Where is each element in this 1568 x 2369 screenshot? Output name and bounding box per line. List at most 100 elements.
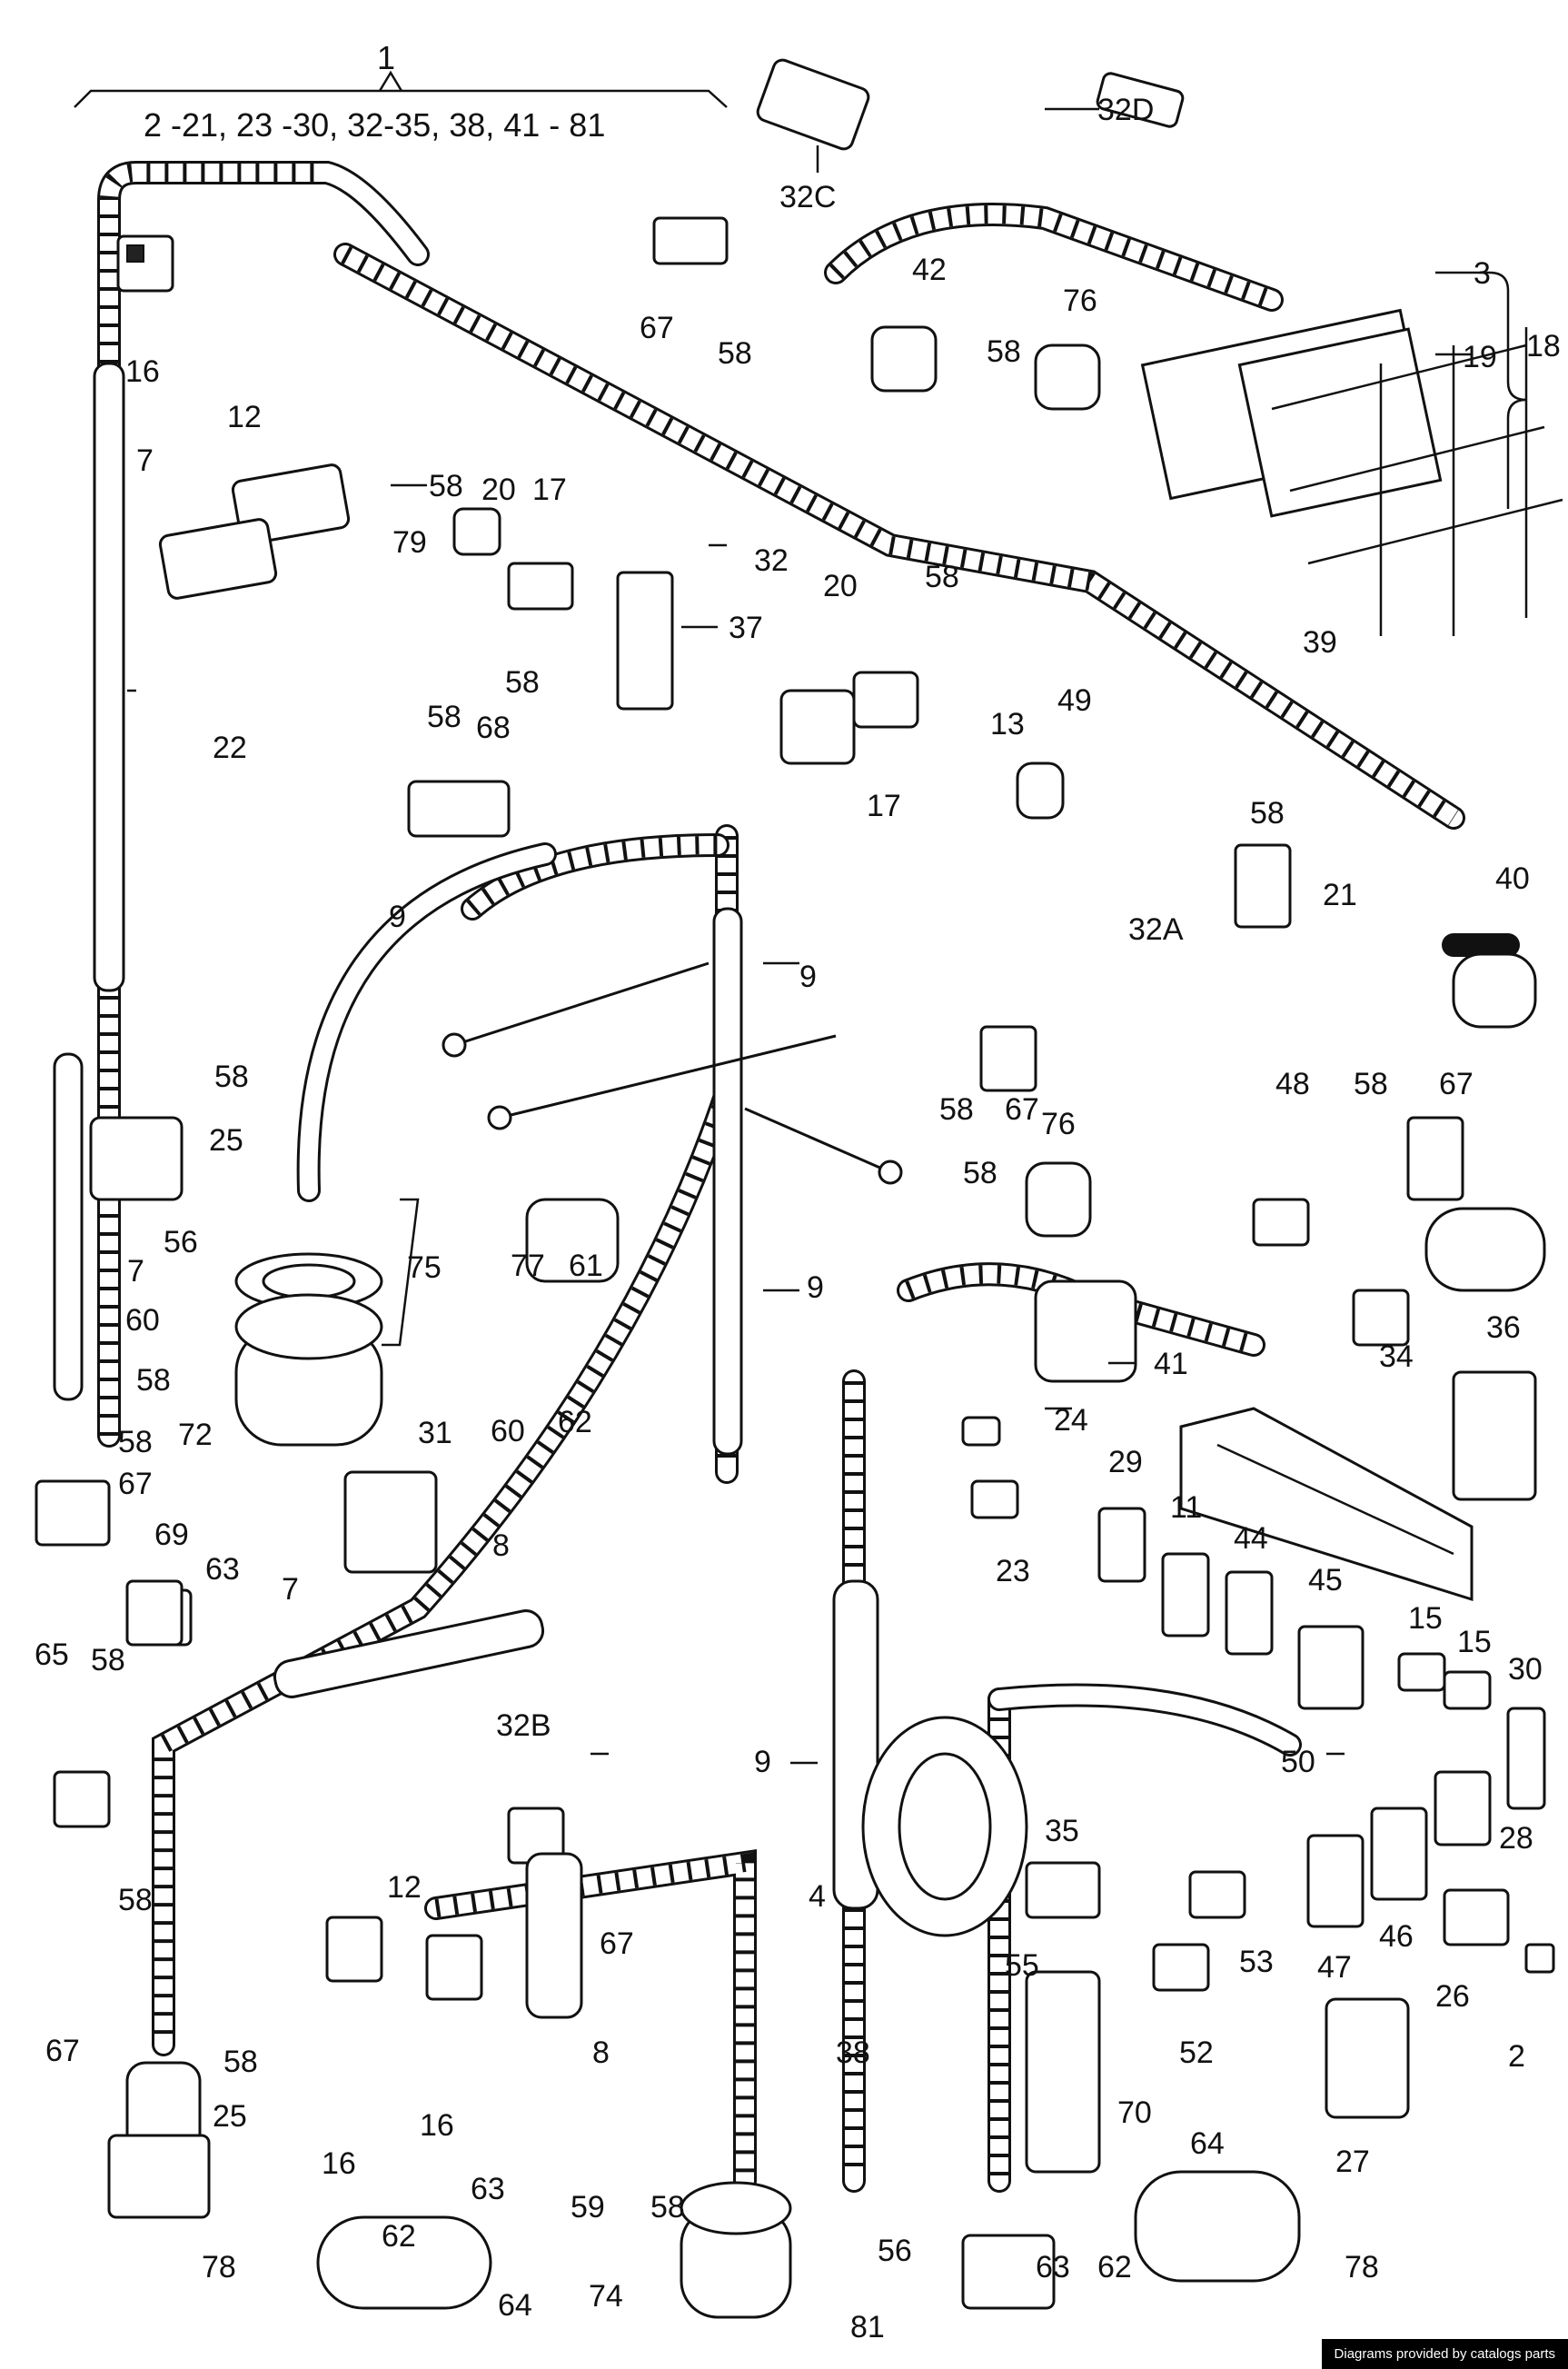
callout-60: 60 [125,1303,160,1338]
lead-lines [127,107,1527,1765]
callout-58: 58 [118,1883,153,1917]
callout-9: 9 [754,1745,771,1779]
callout-31: 31 [418,1416,452,1450]
control-unit [1140,308,1563,636]
callout-9: 9 [799,960,817,994]
connectors [35,58,1555,2310]
callout-58: 58 [939,1092,974,1127]
callout-78: 78 [202,2250,236,2284]
callout-67: 67 [1439,1067,1474,1101]
callout-76: 76 [1063,284,1097,318]
callout-63: 63 [471,2172,505,2206]
callout-67: 67 [45,2034,80,2068]
ring-terminals [442,961,903,1185]
credit-label: Diagrams provided by catalogs parts [1321,2339,1568,2369]
assembly-bracket: 1 2 -21, 23 -30, 32-35, 38, 41 - 81 [74,39,728,144]
callout-70: 70 [1117,2095,1152,2130]
callout-39: 39 [1303,625,1337,660]
round-connectors [234,1293,792,2319]
assembly-number: 1 [377,39,395,76]
fuse-carrier [1179,1407,1474,1602]
callout-63: 63 [205,1552,240,1587]
callout-58: 58 [718,336,752,371]
callout-15: 15 [1408,1601,1443,1636]
callout-79: 79 [392,525,427,560]
callout-60: 60 [491,1414,525,1448]
callout-32: 32 [754,543,789,578]
callout-24: 24 [1054,1403,1088,1438]
callout-76: 76 [1041,1107,1076,1141]
callout-68: 68 [476,711,511,745]
callout-58: 58 [987,334,1021,369]
callout-64: 64 [1190,2126,1225,2161]
callout-34: 34 [1379,1339,1414,1374]
callout-11: 11 [1170,1490,1202,1525]
callout-32c: 32C [779,180,836,214]
callout-72: 72 [178,1418,213,1452]
callout-55: 55 [1005,1948,1039,1983]
callout-52: 52 [1179,2036,1214,2070]
callout-67: 67 [118,1467,153,1501]
callout-32b: 32B [496,1708,551,1743]
callout-59: 59 [571,2190,605,2225]
callout-58: 58 [1354,1067,1388,1101]
callout-7: 7 [136,443,154,478]
callout-17: 17 [867,789,901,823]
callout-7: 7 [127,1254,144,1289]
callout-19: 19 [1463,340,1497,374]
callout-58: 58 [505,665,540,700]
callout-32d: 32D [1097,93,1154,127]
callout-15: 15 [1457,1625,1492,1659]
callout-18: 18 [1526,329,1561,363]
callout-35: 35 [1045,1814,1079,1848]
callout-58: 58 [91,1643,125,1677]
callout-58: 58 [1250,796,1285,831]
callout-40: 40 [1495,861,1530,896]
callout-13: 13 [990,707,1025,742]
callout-32a: 32A [1128,912,1184,947]
callout-61: 61 [569,1249,603,1283]
callout-38: 38 [836,2036,870,2070]
callout-78: 78 [1345,2250,1379,2284]
callout-58: 58 [118,1425,153,1459]
callout-65: 65 [35,1637,69,1672]
callout-8: 8 [492,1528,510,1563]
callout-46: 46 [1379,1919,1414,1954]
callout-56: 56 [164,1225,198,1259]
grommets [234,1252,1028,1937]
callout-labels: 3 18 19 32D 32C 42 67 58 76 58 16 12 7 5… [35,93,1561,2344]
callout-50: 50 [1281,1745,1315,1779]
callout-67: 67 [1005,1092,1039,1127]
callout-2: 2 [1508,2039,1525,2074]
callout-37: 37 [729,611,763,645]
callout-58: 58 [136,1363,171,1398]
callout-17: 17 [532,473,567,507]
callout-64: 64 [498,2288,532,2323]
callout-12: 12 [387,1870,422,1905]
callout-20: 20 [481,473,516,507]
callout-58: 58 [925,560,959,594]
callout-58: 58 [963,1156,997,1190]
callout-7: 7 [282,1572,299,1607]
callout-77: 77 [511,1249,545,1283]
callout-36: 36 [1486,1310,1521,1345]
callout-16: 16 [420,2108,454,2143]
callout-67: 67 [600,1926,634,1961]
callout-53: 53 [1239,1945,1274,1979]
callout-20: 20 [823,569,858,603]
callout-74: 74 [589,2279,623,2314]
callout-58: 58 [427,700,461,734]
assembly-parts-list: 2 -21, 23 -30, 32-35, 38, 41 - 81 [144,106,605,144]
corrugated-sleeves [53,362,879,1910]
callout-16: 16 [322,2146,356,2181]
callout-41: 41 [1154,1347,1188,1381]
callout-23: 23 [996,1554,1030,1588]
callout-67: 67 [640,311,674,345]
callout-3: 3 [1474,256,1491,291]
callout-27: 27 [1335,2145,1370,2179]
callout-30: 30 [1508,1652,1543,1687]
callout-21: 21 [1323,878,1357,912]
callout-44: 44 [1234,1521,1268,1556]
callout-58: 58 [223,2045,258,2079]
